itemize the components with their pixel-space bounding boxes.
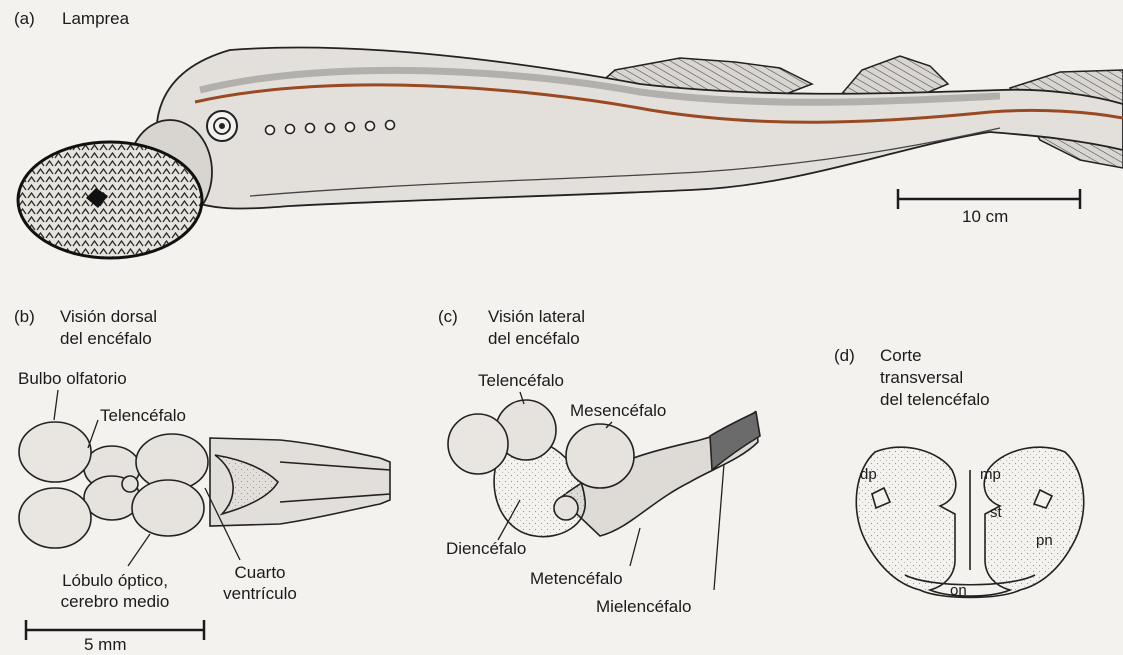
panel-c-title-line1: Visión lateral (488, 306, 585, 327)
panel-d-title-line1: Corte (880, 345, 922, 366)
dorsal-pineal (122, 476, 138, 492)
dorsal-brain-illustration (19, 422, 390, 548)
lamprey-illustration (18, 48, 1123, 258)
label-mesencefalo: Mesencéfalo (570, 400, 666, 421)
label-metencefalo: Metencéfalo (530, 568, 623, 589)
label-lobulo-line2: cerebro medio (40, 591, 190, 612)
label-lobulo-line1: Lóbulo óptico, (40, 570, 190, 591)
label-on: on (950, 580, 967, 601)
panel-a-title: Lamprea (62, 8, 129, 29)
dorsal-olfactory-bulb-left (19, 422, 91, 482)
transverse-section-illustration (856, 447, 1083, 597)
label-cuarto-line2: ventrículo (210, 583, 310, 604)
panel-a-letter: (a) (14, 8, 35, 29)
panel-c-letter: (c) (438, 306, 458, 327)
label-bulbo-olfatorio: Bulbo olfatorio (18, 368, 127, 389)
lamprey-eye (207, 111, 237, 141)
dorsal-olfactory-bulb-right (19, 488, 91, 548)
panel-b-title-line1: Visión dorsal (60, 306, 157, 327)
label-dp: dp (860, 464, 877, 485)
label-cuarto-line1: Cuarto (210, 562, 310, 583)
label-st: st (990, 502, 1002, 523)
label-mp: mp (980, 464, 1001, 485)
lateral-myelencephalon (710, 412, 760, 470)
label-mielencefalo: Mielencéfalo (596, 596, 691, 617)
panel-d-title-line3: del telencéfalo (880, 389, 990, 410)
panel-b-title-line2: del encéfalo (60, 328, 152, 349)
panel-d-letter: (d) (834, 345, 855, 366)
panel-c-title-line2: del encéfalo (488, 328, 580, 349)
lateral-olfactory-bulb (448, 414, 508, 474)
lateral-mesencephalon (566, 424, 634, 488)
label-cuarto-ventriculo: Cuarto ventrículo (210, 562, 310, 604)
label-telencefalo-dorsal: Telencéfalo (100, 405, 186, 426)
scale-label-10cm: 10 cm (962, 206, 1008, 227)
lateral-hypophysis (554, 496, 578, 520)
scale-label-5mm: 5 mm (84, 634, 127, 655)
label-lobulo-optico: Lóbulo óptico, cerebro medio (40, 570, 190, 612)
label-diencefalo: Diencéfalo (446, 538, 526, 559)
panel-d-title-line2: transversal (880, 367, 963, 388)
oral-disc (18, 142, 202, 258)
label-telencefalo-lateral: Telencéfalo (478, 370, 564, 391)
panel-b-letter: (b) (14, 306, 35, 327)
dorsal-optic-lobe-right (132, 480, 204, 536)
label-pn: pn (1036, 530, 1053, 551)
